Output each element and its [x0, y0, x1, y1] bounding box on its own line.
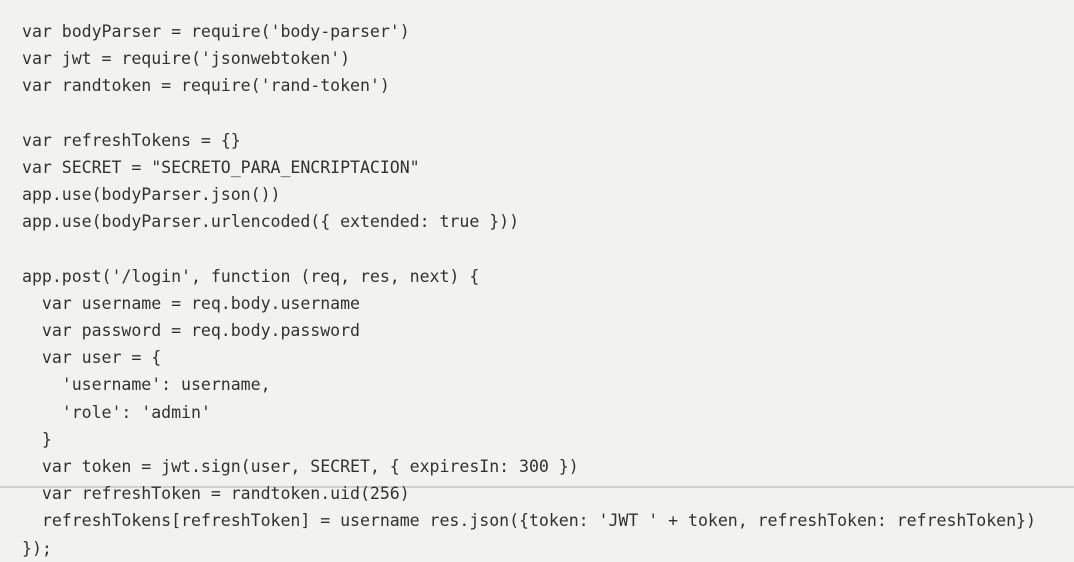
- code-line: var bodyParser = require('body-parser'): [22, 22, 410, 41]
- code-line: 'username': username,: [22, 375, 271, 395]
- code-line: var refreshToken = randtoken.uid(256): [22, 484, 410, 504]
- code-line: var randtoken = require('rand-token'): [22, 76, 390, 96]
- code-line: app.post('/login', function (req, res, n…: [22, 266, 480, 286]
- code-line: app.use(bodyParser.urlencoded({ extended…: [22, 212, 520, 232]
- code-line: 'role': 'admin': [22, 402, 211, 422]
- code-line: app.use(bodyParser.json()): [22, 185, 281, 205]
- code-line: refreshTokens[refreshToken] = username r…: [22, 511, 1036, 531]
- code-line: var user = {: [22, 348, 162, 368]
- code-line: var token = jwt.sign(user, SECRET, { exp…: [22, 457, 579, 476]
- code-line-blank: [22, 236, 1074, 263]
- code-line: var jwt = require('jsonwebtoken'): [22, 49, 351, 69]
- code-line-blank: [22, 100, 1074, 127]
- code-line: var password = req.body.password: [22, 321, 360, 341]
- code-line: var username = req.body.username: [22, 293, 360, 313]
- code-line: var refreshTokens = {}: [22, 130, 241, 150]
- code-line: var SECRET = "SECRETO_PARA_ENCRIPTACION": [22, 157, 420, 177]
- code-text[interactable]: var bodyParser = require('body-parser') v…: [22, 18, 1074, 562]
- code-snippet-block: var bodyParser = require('body-parser') v…: [0, 22, 1074, 558]
- code-line: }: [22, 429, 52, 449]
- code-line: });: [22, 538, 52, 558]
